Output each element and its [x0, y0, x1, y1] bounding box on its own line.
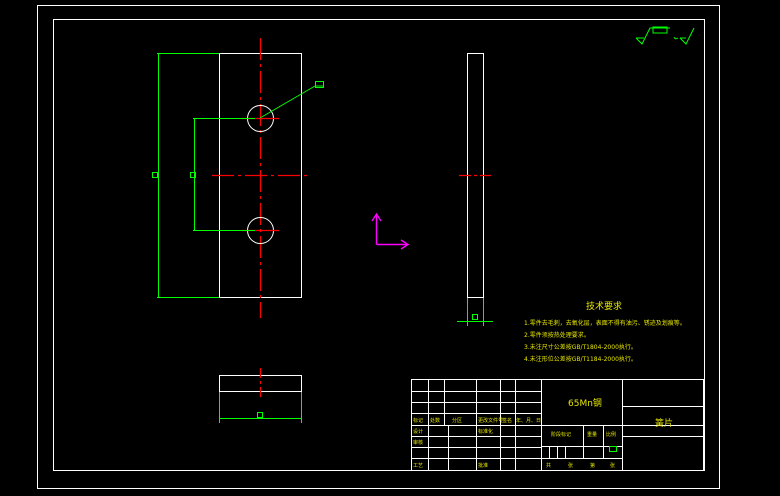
label-date: 年、月、日	[516, 417, 541, 424]
side-dimensions	[457, 298, 493, 326]
side-view	[457, 53, 493, 326]
tech-req-item: 2.零件须按热处理要求。	[524, 331, 590, 339]
material-text: 65Mn钢	[568, 397, 602, 409]
tech-req-title: 技术要求	[586, 300, 622, 312]
label-approve: 批准	[478, 462, 488, 469]
title-block: 65Mn钢 簧片 标记 处数 分区 更改文件号 签名 年、月、日 设计 标准化 …	[411, 379, 704, 471]
top-dimensions	[219, 392, 302, 423]
top-view	[219, 368, 302, 423]
outer-frame	[37, 5, 720, 489]
label-count: 处数	[430, 417, 440, 424]
part-name-text: 簧片	[655, 417, 673, 429]
label-weight: 重量	[587, 431, 597, 438]
label-review: 审核	[413, 439, 423, 446]
label-sheets-total: 共	[546, 462, 551, 469]
label-signature: 签名	[502, 417, 512, 424]
tech-req-item: 3.未注尺寸公差按GB/T1804-2000执行。	[524, 343, 637, 351]
label-sheet-num: 第	[590, 462, 595, 469]
label-zone: 分区	[452, 417, 462, 424]
label-sheet-unit: 张	[610, 462, 615, 469]
label-standardize: 标准化	[478, 428, 493, 435]
tech-req-item: 1.零件去毛刺，去氧化层，表面不得有油污、锈迹及划痕等。	[524, 319, 686, 327]
label-change-doc: 更改文件号	[478, 417, 503, 424]
front-dimensions	[152, 53, 324, 298]
label-mark: 标记	[413, 417, 423, 424]
label-design: 设计	[413, 428, 423, 435]
ucs-axis-icon	[371, 212, 410, 250]
technical-requirements: 技术要求 1.零件去毛刺，去氧化层，表面不得有油污、锈迹及划痕等。 2.零件须按…	[524, 300, 686, 363]
label-scale: 比例	[606, 431, 616, 438]
label-sheets-of: 张	[568, 462, 573, 469]
label-process: 工艺	[413, 463, 423, 469]
front-view	[152, 38, 324, 318]
tech-req-item: 4.未注形位公差按GB/T1184-2000执行。	[524, 355, 637, 363]
label-stage-mark: 阶段标记	[551, 431, 571, 438]
roughness-symbol-icon	[635, 26, 695, 45]
scale-marker	[609, 446, 617, 452]
inner-frame	[53, 19, 705, 471]
